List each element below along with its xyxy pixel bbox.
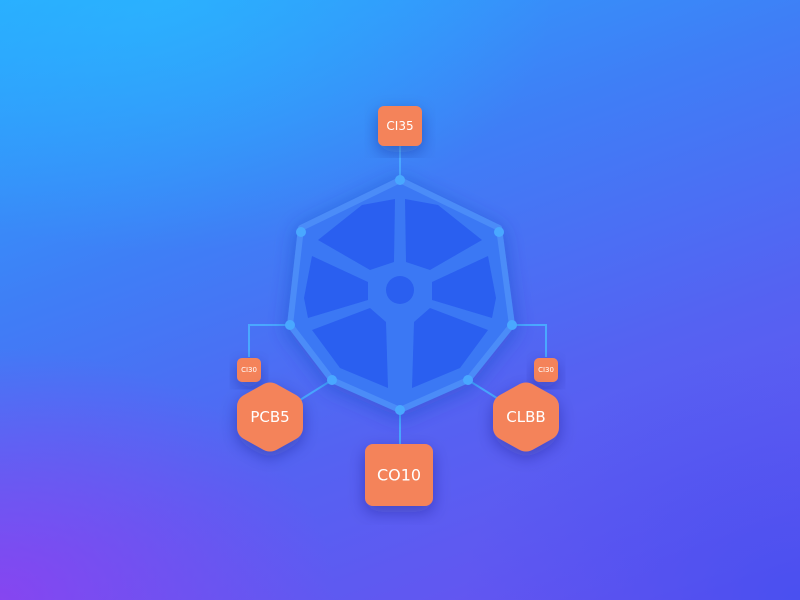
- node-left-small-box: [237, 358, 261, 382]
- vertex-dot: [494, 227, 504, 237]
- node-bottom-box: [365, 444, 433, 506]
- connector-left-hex: [299, 379, 333, 401]
- connector-left-small: [248, 324, 290, 357]
- hub-panel: [304, 256, 368, 318]
- node-left-hex-shape: [237, 382, 303, 452]
- hub-panel: [412, 308, 488, 388]
- vertex-dot: [463, 375, 473, 385]
- wheel-hub-icon: [285, 175, 517, 415]
- node-top[interactable]: CI35: [378, 106, 422, 146]
- connector-right-hex: [467, 379, 501, 401]
- hub-center-ring: [372, 262, 428, 318]
- node-right-hex-label: CLBB: [506, 408, 545, 426]
- node-right-hex[interactable]: CLBB: [493, 382, 559, 452]
- hub-panel: [312, 308, 388, 388]
- vertex-dot: [327, 375, 337, 385]
- vertex-dot: [285, 320, 295, 330]
- node-top-label: CI35: [386, 119, 413, 133]
- node-right-small-box: [534, 358, 558, 382]
- node-right-hex-shape: [493, 382, 559, 452]
- node-bottom-label: CO10: [377, 466, 421, 485]
- hub-vertices: [285, 175, 517, 415]
- node-right-small-label: CI30: [538, 366, 554, 374]
- vertex-dot: [507, 320, 517, 330]
- node-left-hex-label: PCB5: [250, 408, 289, 426]
- connector-right-small: [512, 324, 547, 357]
- vertex-dot: [395, 175, 405, 185]
- vertex-dot: [395, 405, 405, 415]
- node-top-box: [378, 106, 422, 146]
- connectors: [248, 146, 547, 444]
- hub-panel: [318, 199, 395, 270]
- node-left-small-label: CI30: [241, 366, 257, 374]
- node-left-hex[interactable]: PCB5: [237, 382, 303, 452]
- node-left-small[interactable]: CI30: [237, 358, 261, 382]
- hub-panel: [432, 256, 496, 318]
- node-bottom[interactable]: CO10: [365, 444, 433, 506]
- hub-center: [386, 276, 414, 304]
- node-right-small[interactable]: CI30: [534, 358, 558, 382]
- hub-panel: [405, 199, 482, 270]
- vertex-dot: [296, 227, 306, 237]
